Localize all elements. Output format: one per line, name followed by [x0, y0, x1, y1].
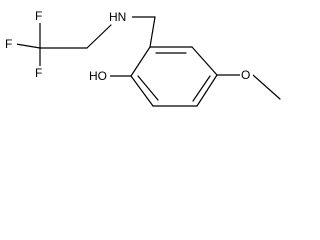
ring-double-bond-right: [192, 75, 211, 102]
fluorine-label-left: F: [5, 37, 12, 51]
bond-o-me: [252, 74, 281, 100]
amine-label: HN: [109, 10, 126, 24]
ring-bond-3: [196, 74, 218, 107]
ring-bond-6: [130, 46, 151, 77]
bond-set: [15, 16, 281, 107]
atom-labels: F F F HN HO O: [5, 9, 253, 83]
bond-ch2-ring: [149, 16, 156, 48]
methoxy-oxygen-label: O: [241, 68, 250, 82]
ring-double-bond-left: [137, 75, 159, 101]
ring-bond-5: [130, 75, 154, 107]
bond-ch2-n: [86, 24, 112, 49]
fluorine-label-bottom: F: [35, 66, 42, 80]
bond-c-f-left: [15, 43, 41, 49]
fluorine-label-top: F: [35, 9, 42, 23]
molecule-structure: F F F HN HO O: [5, 9, 281, 107]
hydroxyl-label: HO: [89, 69, 107, 83]
ring-bond-2: [191, 46, 218, 76]
